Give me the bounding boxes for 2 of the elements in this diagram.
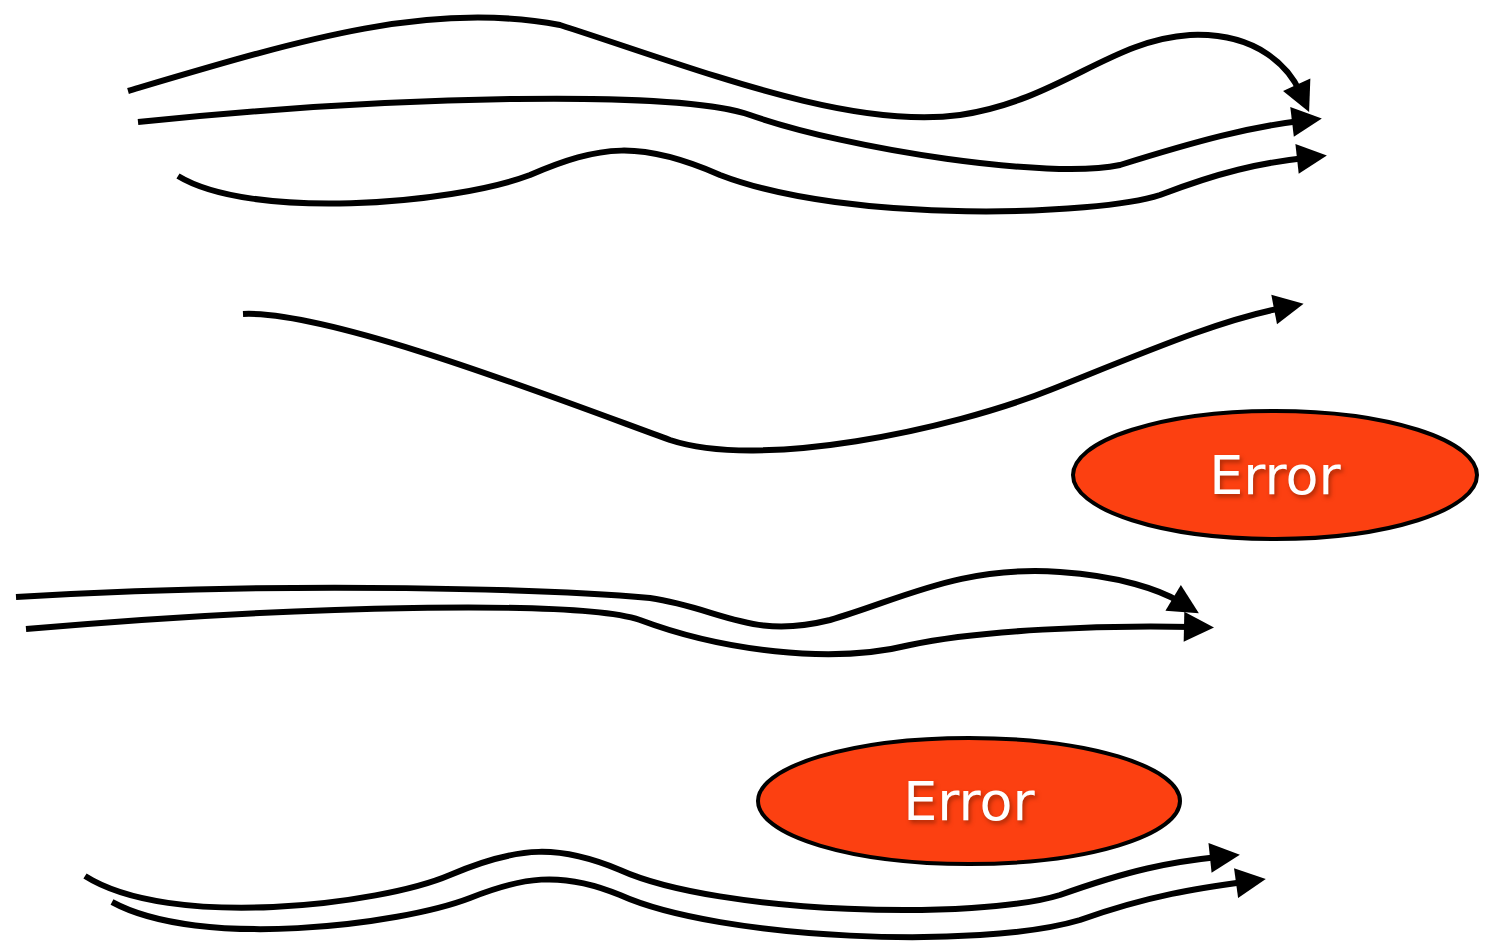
ellipse-label: Error	[902, 769, 1036, 833]
ellipse-label: Error	[1208, 443, 1342, 507]
